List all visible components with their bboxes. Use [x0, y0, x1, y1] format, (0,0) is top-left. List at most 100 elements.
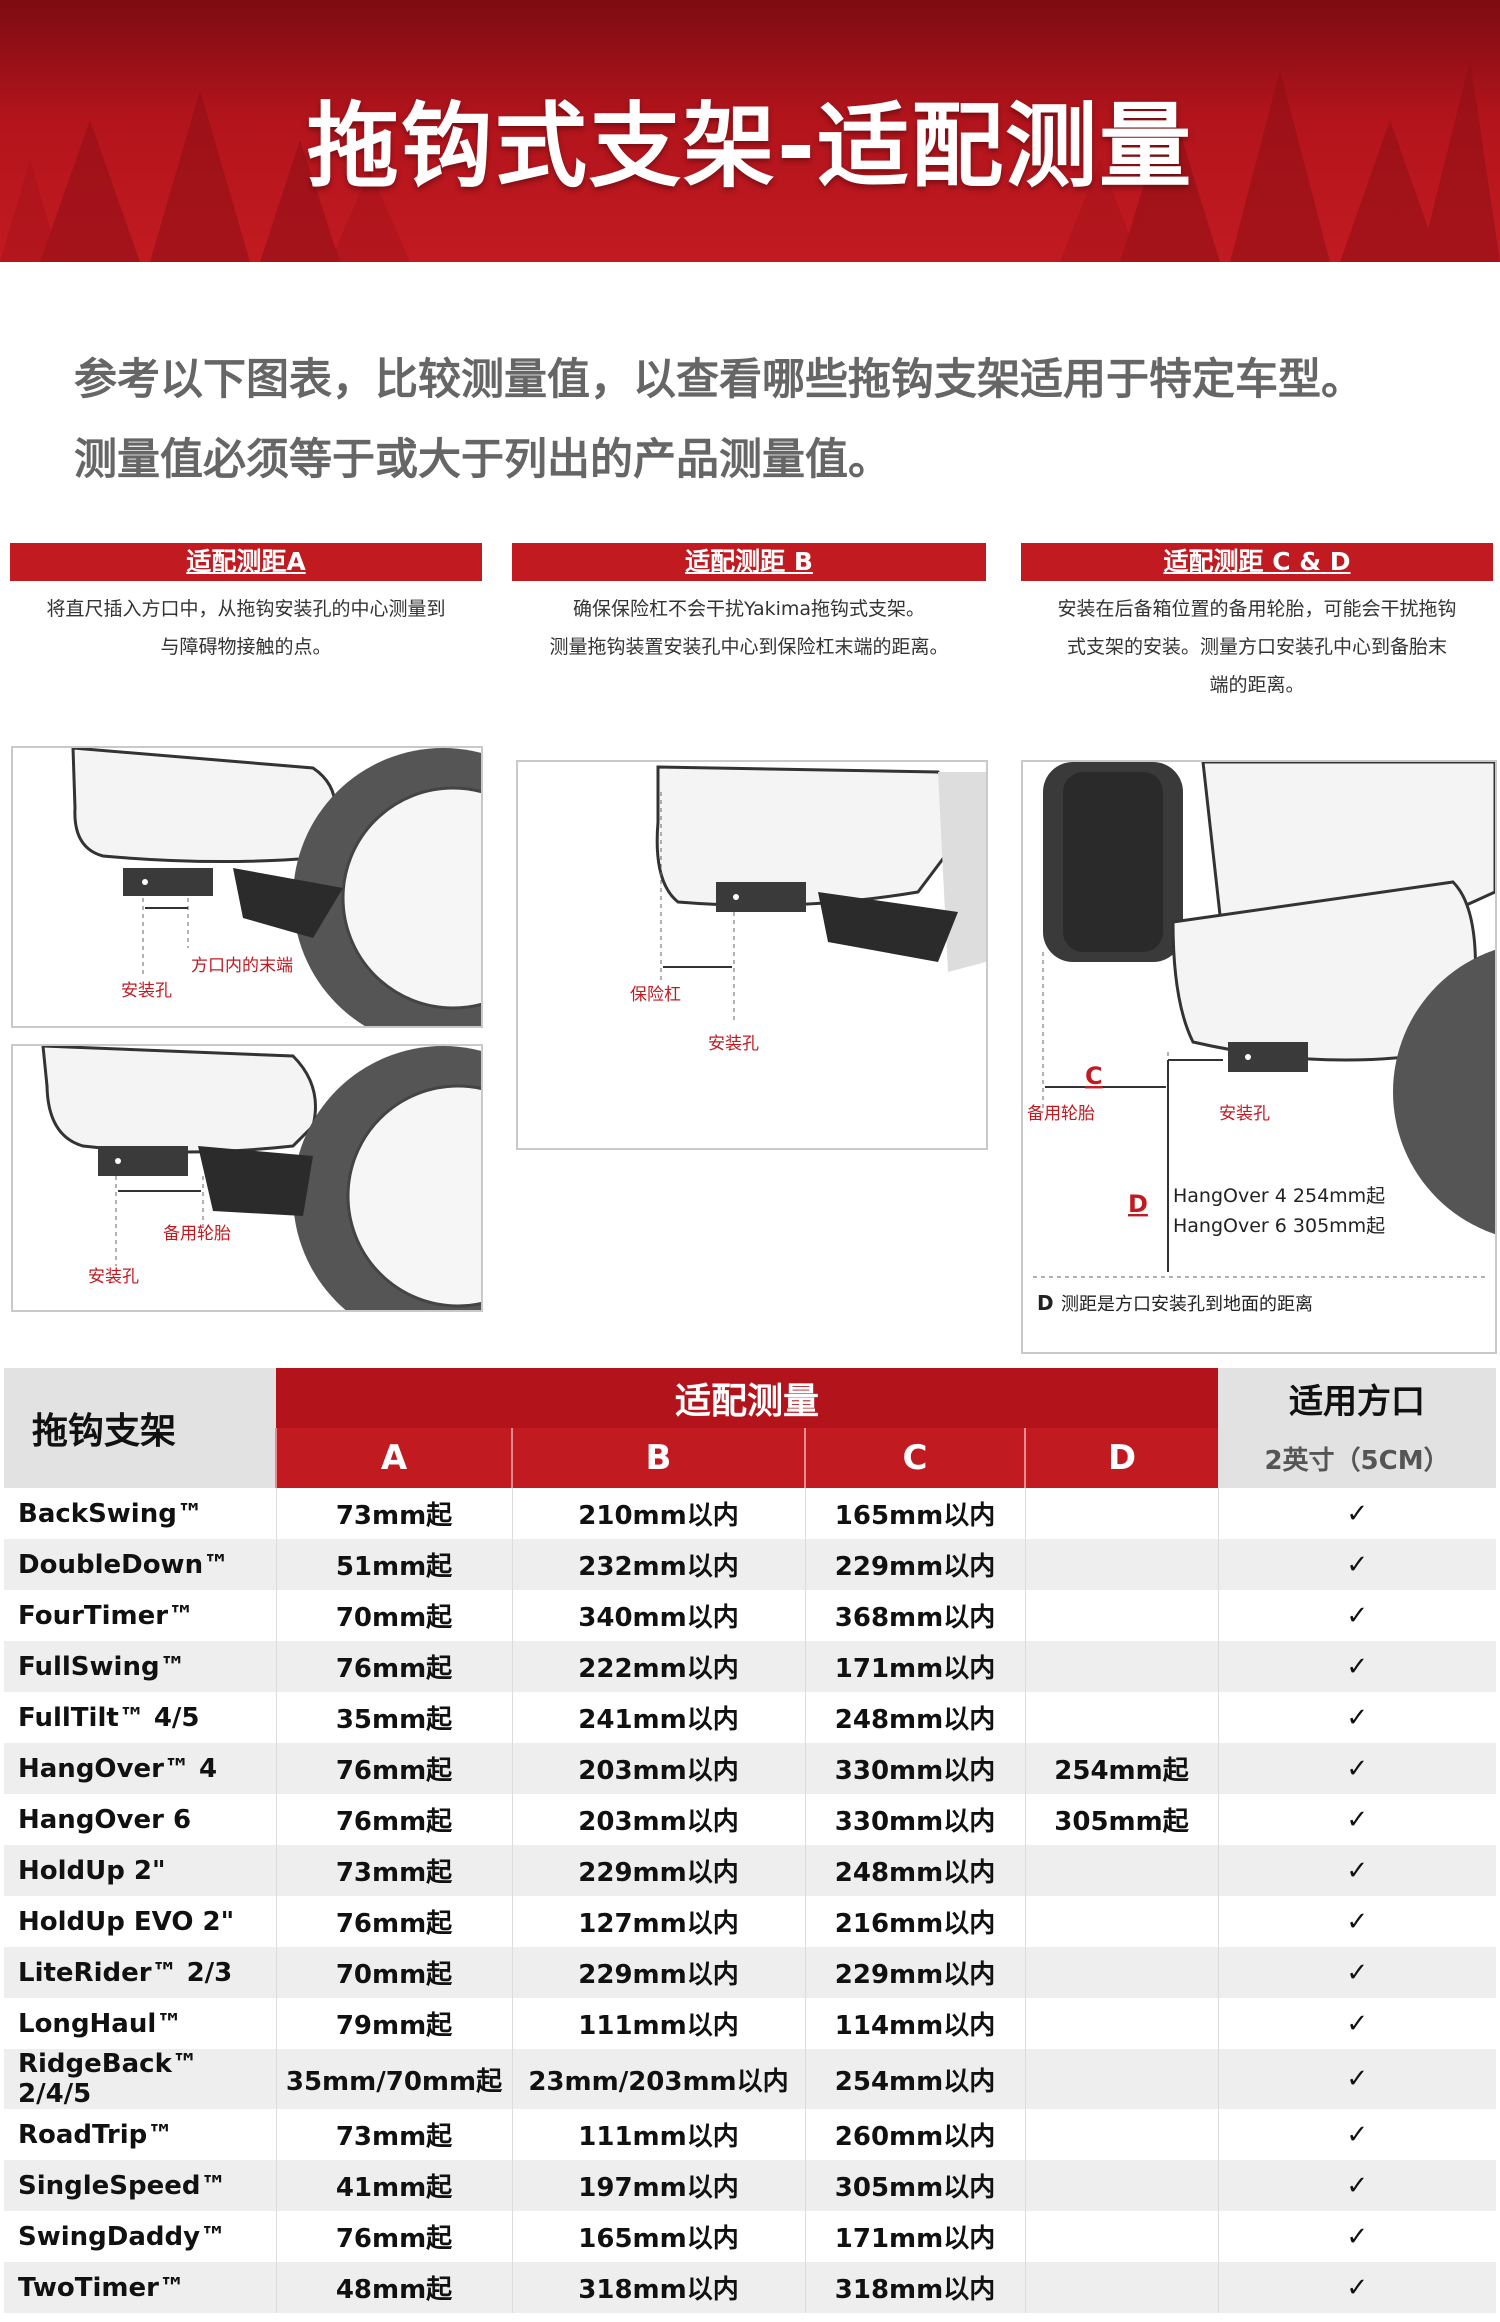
cell-a: 76mm起: [276, 1743, 513, 1794]
cell-product-name: SingleSpeed™: [4, 2160, 277, 2211]
cell-product-name: RoadTrip™: [4, 2109, 277, 2160]
label-c: C: [1085, 1062, 1103, 1090]
header-fit-measurement: 适配测量: [276, 1368, 1219, 1428]
cell-d: [1025, 1896, 1219, 1947]
note-hangover-6: HangOver 6 305mm起: [1173, 1215, 1385, 1237]
cell-product-name: RidgeBack™ 2/4/5: [4, 2049, 277, 2109]
desc-cd-line1: 安装在后备箱位置的备用轮胎，可能会干扰拖钩: [1057, 598, 1457, 620]
heading-fit-a: 适配测距A: [10, 543, 482, 581]
cell-a: 76mm起: [276, 2211, 513, 2262]
cell-product-name: LiteRider™ 2/3: [4, 1947, 277, 1998]
cell-product-name: FourTimer™: [4, 1590, 277, 1641]
intro-text: 参考以下图表，比较测量值，以查看哪些拖钩支架适用于特定车型。 测量值必须等于或大…: [74, 340, 1454, 500]
cell-a: 70mm起: [276, 1590, 513, 1641]
cell-b: 197mm以内: [512, 2160, 806, 2211]
cell-product-name: HoldUp 2": [4, 1845, 277, 1896]
cell-fit: ✓: [1346, 2221, 1369, 2252]
header-c: C: [804, 1428, 1025, 1488]
cell-a: 73mm起: [276, 1845, 513, 1896]
cell-a: 76mm起: [276, 1896, 513, 1947]
cell-b: 229mm以内: [512, 1845, 806, 1896]
cell-d: 254mm起: [1025, 1743, 1219, 1794]
cell-d: [1025, 1692, 1219, 1743]
cell-d: [1025, 2049, 1219, 2109]
cell-b: 222mm以内: [512, 1641, 806, 1692]
cell-b: 229mm以内: [512, 1947, 806, 1998]
diagram-fit-b: 保险杠 安装孔: [516, 760, 988, 1150]
cell-d: [1025, 1947, 1219, 1998]
desc-cd-line2: 式支架的安装。测量方口安装孔中心到备胎末: [1066, 636, 1447, 658]
cell-fit: ✓: [1218, 2160, 1497, 2211]
cell-b: 210mm以内: [512, 1488, 806, 1539]
cell-a: 76mm起: [276, 1641, 513, 1692]
cell-a: 48mm起: [276, 2262, 513, 2313]
cell-d: [1025, 2109, 1219, 2160]
cell-a: 73mm起: [276, 2109, 513, 2160]
desc-b-line1: 确保保险杠不会干扰Yakima拖钩式支架。: [572, 598, 926, 620]
cell-d: [1025, 2160, 1219, 2211]
cell-c: 318mm以内: [805, 2262, 1026, 2313]
cell-fit: ✓: [1218, 1845, 1497, 1896]
cell-c: 368mm以内: [805, 1590, 1026, 1641]
cell-product-name: LongHaul™: [4, 1998, 277, 2049]
note-hangover-4: HangOver 4 254mm起: [1173, 1185, 1385, 1207]
cell-c: 229mm以内: [805, 1947, 1026, 1998]
intro-line-1: 参考以下图表，比较测量值，以查看哪些拖钩支架适用于特定车型。: [74, 355, 1364, 405]
label-mount-hole-a1: 安装孔: [121, 981, 172, 1001]
cell-b: 203mm以内: [512, 1743, 806, 1794]
cell-c: 305mm以内: [805, 2160, 1026, 2211]
header-banner: 拖钩式支架-适配测量: [0, 0, 1500, 262]
desc-fit-b: 确保保险杠不会干扰Yakima拖钩式支架。 测量拖钩装置安装孔中心到保险杠末端的…: [506, 590, 992, 666]
cell-b: 23mm/203mm以内: [512, 2049, 806, 2109]
cell-c: 171mm以内: [805, 1641, 1026, 1692]
header-fit-receiver: 适用方口: [1218, 1368, 1497, 1428]
cell-product-name: HoldUp EVO 2": [4, 1896, 277, 1947]
cell-product-name: HangOver 6: [4, 1794, 277, 1845]
cell-d: [1025, 1539, 1219, 1590]
header-d: D: [1023, 1428, 1219, 1488]
cell-fit: ✓: [1346, 1804, 1369, 1835]
cell-c: 330mm以内: [805, 1743, 1026, 1794]
cell-b: 318mm以内: [512, 2262, 806, 2313]
cell-b: 241mm以内: [512, 1692, 806, 1743]
label-mount-hole-a2: 安装孔: [88, 1267, 139, 1287]
cell-d: [1025, 2262, 1219, 2313]
header-hitch-rack: 拖钩支架: [4, 1368, 276, 1488]
cell-a: 70mm起: [276, 1947, 513, 1998]
forest-background: [0, 60, 1500, 262]
cell-product-name: TwoTimer™: [4, 2262, 277, 2313]
cell-product-name: SwingDaddy™: [4, 2211, 277, 2262]
cell-d: [1025, 1641, 1219, 1692]
cell-a: 35mm/70mm起: [276, 2049, 513, 2109]
label-spare-tire-cd: 备用轮胎: [1027, 1104, 1095, 1124]
desc-cd-line3: 端的距离。: [1209, 674, 1305, 696]
cell-a: 35mm起: [276, 1692, 513, 1743]
cell-fit: ✓: [1346, 1600, 1369, 1631]
cell-product-name: BackSwing™: [4, 1488, 277, 1539]
cell-d: [1025, 1998, 1219, 2049]
label-bumper: 保险杠: [630, 985, 681, 1005]
cell-fit: ✓: [1346, 1906, 1369, 1937]
cell-fit: ✓: [1346, 1702, 1369, 1733]
intro-line-2: 测量值必须等于或大于列出的产品测量值。: [74, 435, 891, 485]
cell-fit: ✓: [1346, 2119, 1369, 2150]
cell-product-name: FullSwing™: [4, 1641, 277, 1692]
page-title: 拖钩式支架-适配测量: [306, 93, 1194, 200]
cell-b: 232mm以内: [512, 1539, 806, 1590]
cell-a: 76mm起: [276, 1794, 513, 1845]
cell-product-name: FullTilt™ 4/5: [4, 1692, 277, 1743]
heading-fit-cd: 适配测距 C & D: [1021, 543, 1493, 581]
cell-fit: ✓: [1218, 1539, 1497, 1590]
cell-product-name: DoubleDown™: [4, 1539, 277, 1590]
